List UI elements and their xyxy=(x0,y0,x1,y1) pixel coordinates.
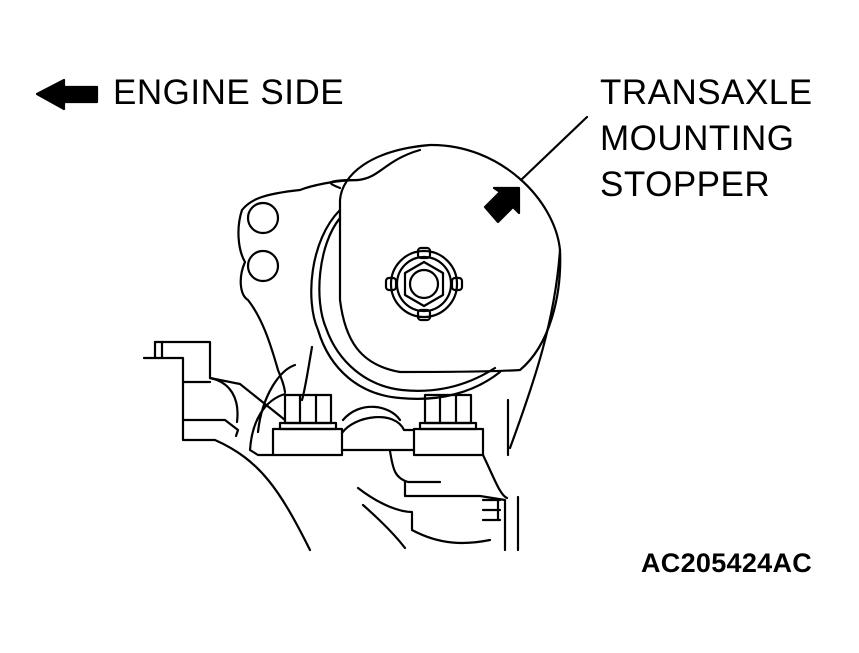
seat-bridge-arch xyxy=(341,405,402,422)
lower-right-tabs xyxy=(481,495,520,552)
lower-right-edge xyxy=(481,398,510,500)
stopper-right-edge xyxy=(508,248,562,450)
left-clamp-body xyxy=(142,356,312,552)
seat-block-left xyxy=(271,427,344,457)
callout-line-2: MOUNTING xyxy=(600,119,795,158)
left-rib xyxy=(248,363,297,457)
transaxle-mounting-stopper-callout: TRANSAXLE MOUNTING STOPPER xyxy=(600,70,813,208)
stopper-base-inner xyxy=(318,216,497,392)
bolt-left xyxy=(278,393,338,431)
callout-line-1: TRANSAXLE xyxy=(600,73,813,112)
leader-line xyxy=(519,115,589,182)
seat-block-right xyxy=(412,427,485,457)
left-rib-2 xyxy=(300,345,314,402)
mount-bracket xyxy=(237,178,360,394)
bracket-hole-upper xyxy=(246,201,280,235)
callout-line-3: STOPPER xyxy=(600,165,771,204)
seat-bridge xyxy=(340,416,416,452)
left-arrow-icon xyxy=(35,78,99,111)
lower-curves xyxy=(356,486,492,550)
direction-arrow-icon xyxy=(483,186,521,224)
lower-bracket xyxy=(388,449,507,552)
bracket-hole-lower xyxy=(246,249,280,283)
left-clamp-curve xyxy=(208,376,239,424)
bracket-upper-edge xyxy=(329,148,422,190)
center-nut xyxy=(384,246,464,322)
stopper-housing xyxy=(338,143,562,374)
engine-side-label: ENGINE SIDE xyxy=(113,73,345,112)
figure-code: AC205424AC xyxy=(641,548,813,578)
bolt-right xyxy=(418,393,478,431)
